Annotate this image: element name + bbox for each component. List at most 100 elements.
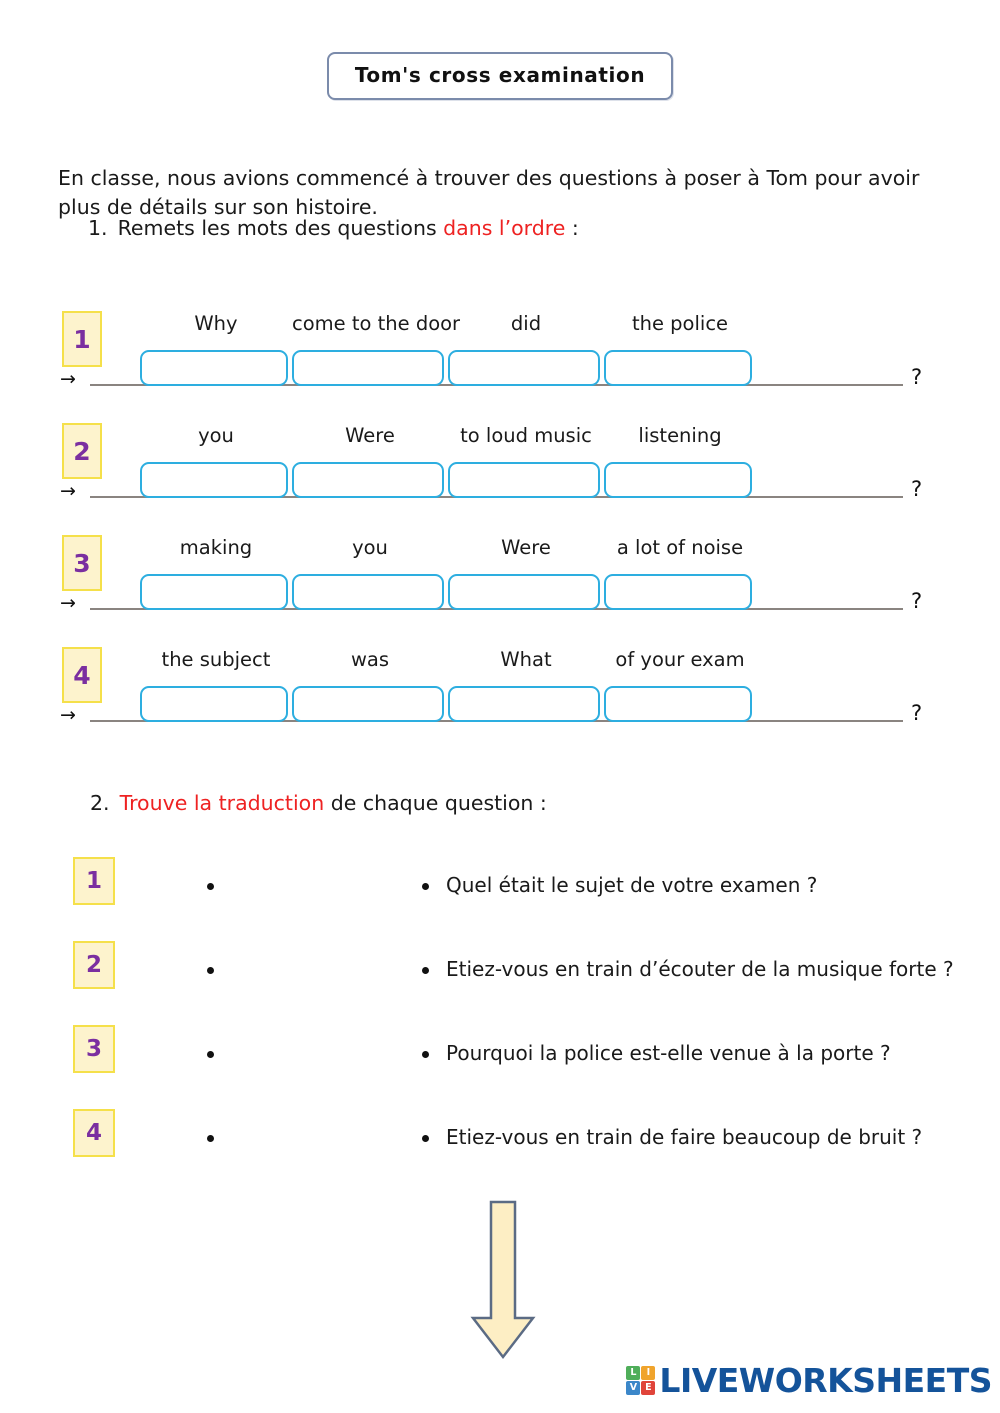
answer-box-group xyxy=(140,350,780,386)
live-logo-icon: L I V E xyxy=(626,1366,656,1395)
answer-input-box[interactable] xyxy=(448,686,600,722)
answer-input-box[interactable] xyxy=(140,462,288,498)
matching-row-number: 1 xyxy=(85,867,102,894)
match-right-connector-dot[interactable] xyxy=(422,1051,429,1058)
word-chip[interactable]: did xyxy=(510,312,542,335)
word-chip[interactable]: to loud music xyxy=(460,424,592,447)
matching-row: 4 Etiez-vous en train de faire beaucoup d… xyxy=(0,1109,1000,1193)
ordering-row-number: 1 xyxy=(73,324,91,354)
ordering-row-number: 4 xyxy=(73,660,91,690)
ordering-row-number: 3 xyxy=(73,548,91,578)
row-arrow-icon: → xyxy=(60,480,76,502)
answer-input-box[interactable] xyxy=(140,686,288,722)
answer-input-box[interactable] xyxy=(292,686,444,722)
word-chip[interactable]: you xyxy=(352,536,388,559)
instruction-2-text-after: de chaque question : xyxy=(324,791,547,815)
answer-input-box[interactable] xyxy=(140,574,288,610)
instruction-1: 1. Remets les mots des questions dans l’o… xyxy=(88,214,579,242)
matching-row-number: 4 xyxy=(85,1119,102,1146)
instruction-1-text-before: Remets les mots des questions xyxy=(117,216,444,240)
ordering-exercise: 1 → Why come to the door did the police? 2 → you… xyxy=(0,300,1000,748)
matching-row: 2 Etiez-vous en train d’écouter de la mus… xyxy=(0,941,1000,1025)
match-left-connector-dot[interactable] xyxy=(207,967,214,974)
logo-cell-v: V xyxy=(626,1381,641,1395)
ordering-row-number-badge: 4 xyxy=(62,647,102,703)
matching-row-number: 2 xyxy=(85,951,102,978)
page-title: Tom's cross examination xyxy=(354,63,646,87)
word-chip[interactable]: you xyxy=(198,424,234,447)
instruction-1-highlight: dans l’ordre xyxy=(443,216,566,240)
answer-input-box[interactable] xyxy=(292,462,444,498)
question-mark: ? xyxy=(911,589,923,613)
ordering-row-number-badge: 1 xyxy=(62,311,102,367)
row-arrow-icon: → xyxy=(60,704,76,726)
match-left-connector-dot[interactable] xyxy=(207,1135,214,1142)
answer-input-box[interactable] xyxy=(604,686,752,722)
instruction-2-highlight: Trouve la traduction xyxy=(119,791,325,815)
question-mark: ? xyxy=(911,701,923,725)
match-left-connector-dot[interactable] xyxy=(207,883,214,890)
intro-paragraph: En classe, nous avions commencé à trouve… xyxy=(58,165,920,219)
word-bank: making you Were a lot of noise xyxy=(140,536,780,559)
instruction-2: 2. Trouve la traduction de chaque questio… xyxy=(90,789,547,817)
ordering-row-number-badge: 3 xyxy=(62,535,102,591)
answer-input-box[interactable] xyxy=(604,574,752,610)
match-right-connector-dot[interactable] xyxy=(422,1135,429,1142)
ordering-row: 4 → the subject was What of your exam? xyxy=(0,636,1000,748)
matching-row-number-badge: 3 xyxy=(73,1025,115,1073)
word-chip[interactable]: Were xyxy=(345,424,395,447)
word-chip[interactable]: Were xyxy=(501,536,551,559)
translation-text: Etiez-vous en train d’écouter de la musi… xyxy=(446,957,954,981)
translation-text: Etiez-vous en train de faire beaucoup de… xyxy=(446,1125,923,1149)
answer-input-box[interactable] xyxy=(448,462,600,498)
word-chip[interactable]: a lot of noise xyxy=(616,536,744,559)
down-arrow-icon xyxy=(470,1200,536,1360)
answer-input-box[interactable] xyxy=(448,574,600,610)
ordering-row-number: 2 xyxy=(73,436,91,466)
instruction-1-text-after: : xyxy=(565,216,579,240)
answer-box-group xyxy=(140,462,780,498)
match-right-connector-dot[interactable] xyxy=(422,967,429,974)
word-bank: you Were to loud music listening xyxy=(140,424,780,447)
answer-box-group xyxy=(140,686,780,722)
word-chip[interactable]: making xyxy=(179,536,253,559)
answer-input-box[interactable] xyxy=(448,350,600,386)
word-chip[interactable]: listening xyxy=(638,424,722,447)
title-box: Tom's cross examination xyxy=(326,52,674,100)
answer-box-group xyxy=(140,574,780,610)
word-chip[interactable]: was xyxy=(350,648,390,671)
matching-row-number-badge: 1 xyxy=(73,857,115,905)
logo-cell-l: L xyxy=(626,1366,641,1380)
row-arrow-icon: → xyxy=(60,368,76,390)
answer-input-box[interactable] xyxy=(604,350,752,386)
word-chip[interactable]: Why xyxy=(194,312,238,335)
ordering-row-number-badge: 2 xyxy=(62,423,102,479)
answer-input-box[interactable] xyxy=(292,350,444,386)
answer-input-box[interactable] xyxy=(140,350,288,386)
answer-input-box[interactable] xyxy=(292,574,444,610)
word-chip[interactable]: come to the door xyxy=(292,312,461,335)
word-chip[interactable]: of your exam xyxy=(615,648,745,671)
logo-cell-i: I xyxy=(641,1366,656,1380)
logo-cell-e: E xyxy=(641,1381,656,1395)
match-left-connector-dot[interactable] xyxy=(207,1051,214,1058)
liveworksheets-logo: L I V E LIVEWORKSHEETS xyxy=(626,1364,992,1397)
word-chip[interactable]: the police xyxy=(631,312,729,335)
answer-input-box[interactable] xyxy=(604,462,752,498)
matching-row-number-badge: 2 xyxy=(73,941,115,989)
instruction-1-number: 1. xyxy=(88,216,108,240)
matching-row-number-badge: 4 xyxy=(73,1109,115,1157)
match-right-connector-dot[interactable] xyxy=(422,883,429,890)
word-chip[interactable]: the subject xyxy=(161,648,271,671)
title-bar: Tom's cross examination xyxy=(0,52,1000,100)
word-bank: Why come to the door did the police xyxy=(140,312,780,335)
word-chip[interactable]: What xyxy=(500,648,552,671)
instruction-2-number: 2. xyxy=(90,791,110,815)
matching-row-number: 3 xyxy=(85,1035,102,1062)
